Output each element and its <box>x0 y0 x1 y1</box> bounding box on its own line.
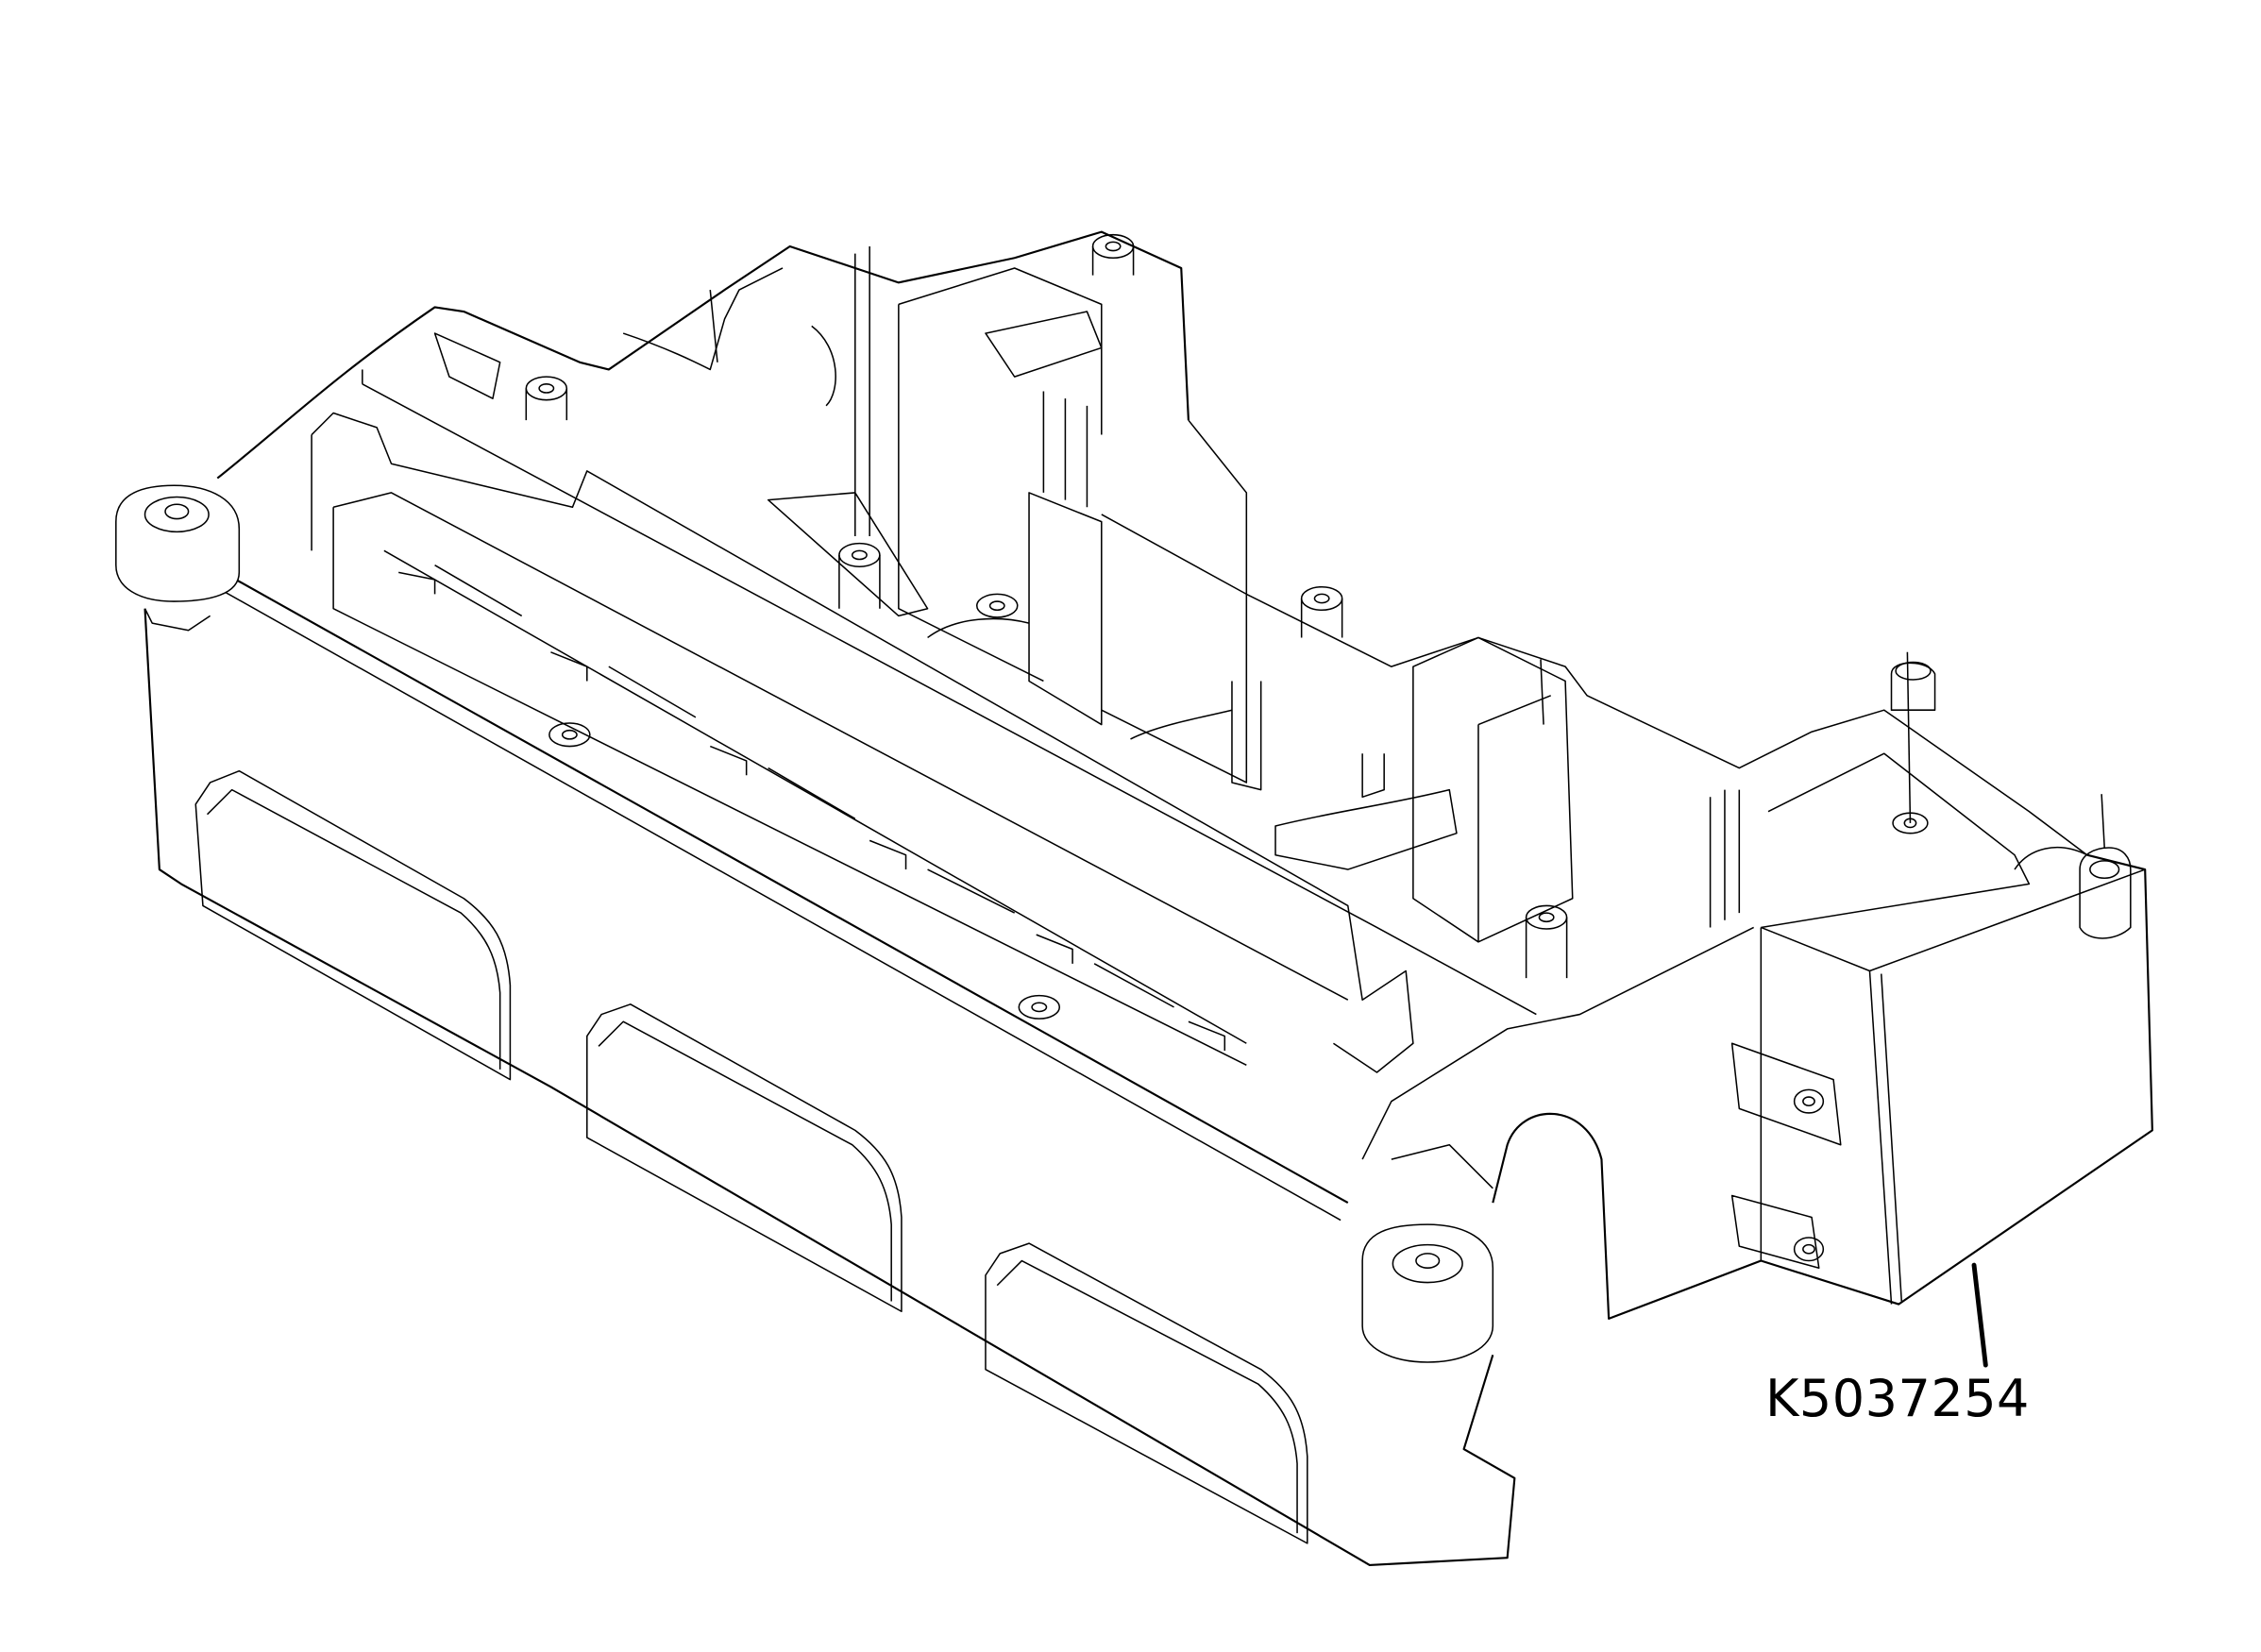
part-number-label: K5037254 <box>1765 1369 2030 1428</box>
housing-outline <box>143 230 2153 1566</box>
ledge-tabs <box>398 565 1226 1051</box>
front-panels <box>194 769 1308 1544</box>
leader-line <box>1971 1262 1988 1368</box>
inner-walls <box>311 245 1741 1073</box>
screw-bosses <box>525 233 2105 1269</box>
corner-posts <box>115 484 2132 1363</box>
